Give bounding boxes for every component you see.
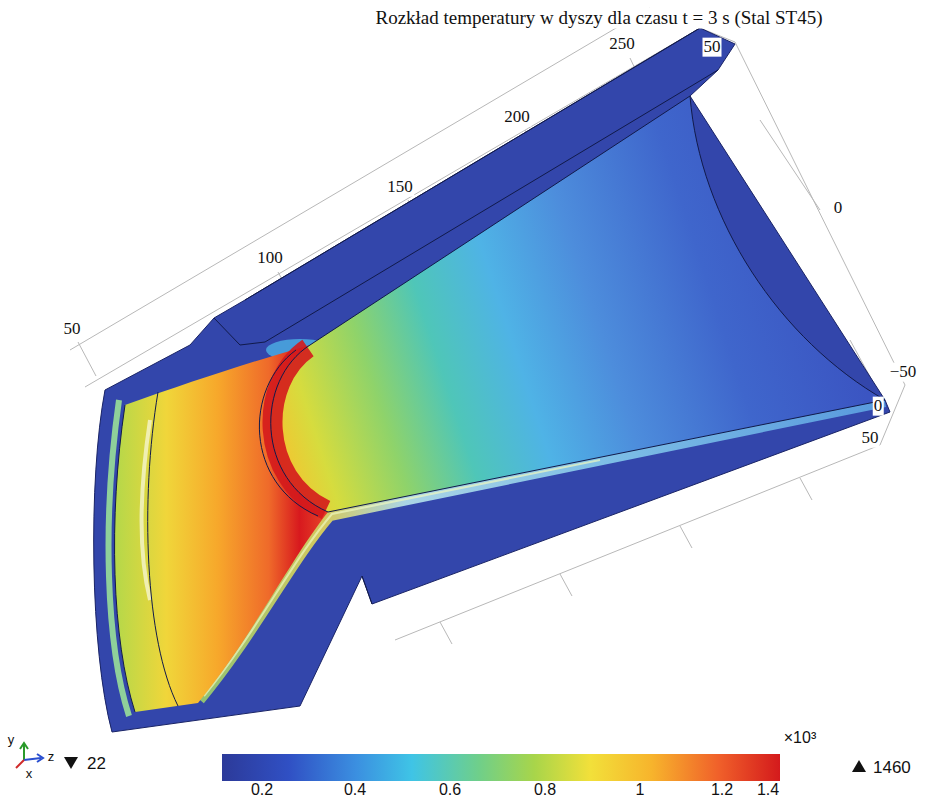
axis-tick-label: 50 bbox=[703, 38, 722, 57]
axis-letter: y bbox=[7, 733, 16, 747]
nozzle-body bbox=[94, 28, 890, 732]
colorbar-tick-label: 1.2 bbox=[710, 781, 734, 799]
throat-hot-band bbox=[272, 348, 326, 510]
min-marker bbox=[64, 757, 78, 769]
colorbar bbox=[222, 754, 780, 781]
axis-letter: x bbox=[25, 767, 34, 781]
axis-tick-label: 0 bbox=[833, 199, 844, 218]
range-maximum: 1460 bbox=[872, 759, 912, 778]
axis-tick-label: 50 bbox=[861, 429, 880, 448]
colorbar-tick-label: 1.4 bbox=[756, 781, 780, 799]
colorbar-tick-label: 1 bbox=[635, 781, 646, 799]
axis-tick-label: −50 bbox=[889, 363, 918, 382]
axis-letter: z bbox=[47, 750, 56, 764]
axis-tick-label: 100 bbox=[256, 249, 284, 268]
axis-tick-label: 150 bbox=[386, 178, 414, 197]
axis-triad bbox=[16, 743, 43, 768]
divergent-surface bbox=[271, 96, 885, 512]
edge-lines bbox=[115, 28, 885, 712]
convergent-highlight bbox=[142, 420, 150, 600]
colorbar-tick-label: 0.4 bbox=[343, 781, 367, 799]
colorbar-tick-label: 0.2 bbox=[250, 781, 274, 799]
plot-title: Rozkład temperatury w dyszy dla czasu t … bbox=[374, 8, 823, 29]
axis-tick-label: 0 bbox=[873, 397, 884, 416]
colorbar-scale-factor: ×10³ bbox=[783, 729, 817, 747]
range-minimum: 22 bbox=[86, 755, 107, 774]
front-face-inner-layer bbox=[109, 400, 129, 716]
axis-tick-label: 250 bbox=[608, 35, 636, 54]
colorbar-tick-label: 0.6 bbox=[438, 781, 462, 799]
colorbar-tick-label: 0.8 bbox=[533, 781, 557, 799]
axis-tick-label: 200 bbox=[503, 108, 531, 127]
max-marker bbox=[852, 760, 866, 772]
convergent-surface bbox=[115, 345, 328, 712]
axis-tick-label: 50 bbox=[63, 320, 82, 339]
